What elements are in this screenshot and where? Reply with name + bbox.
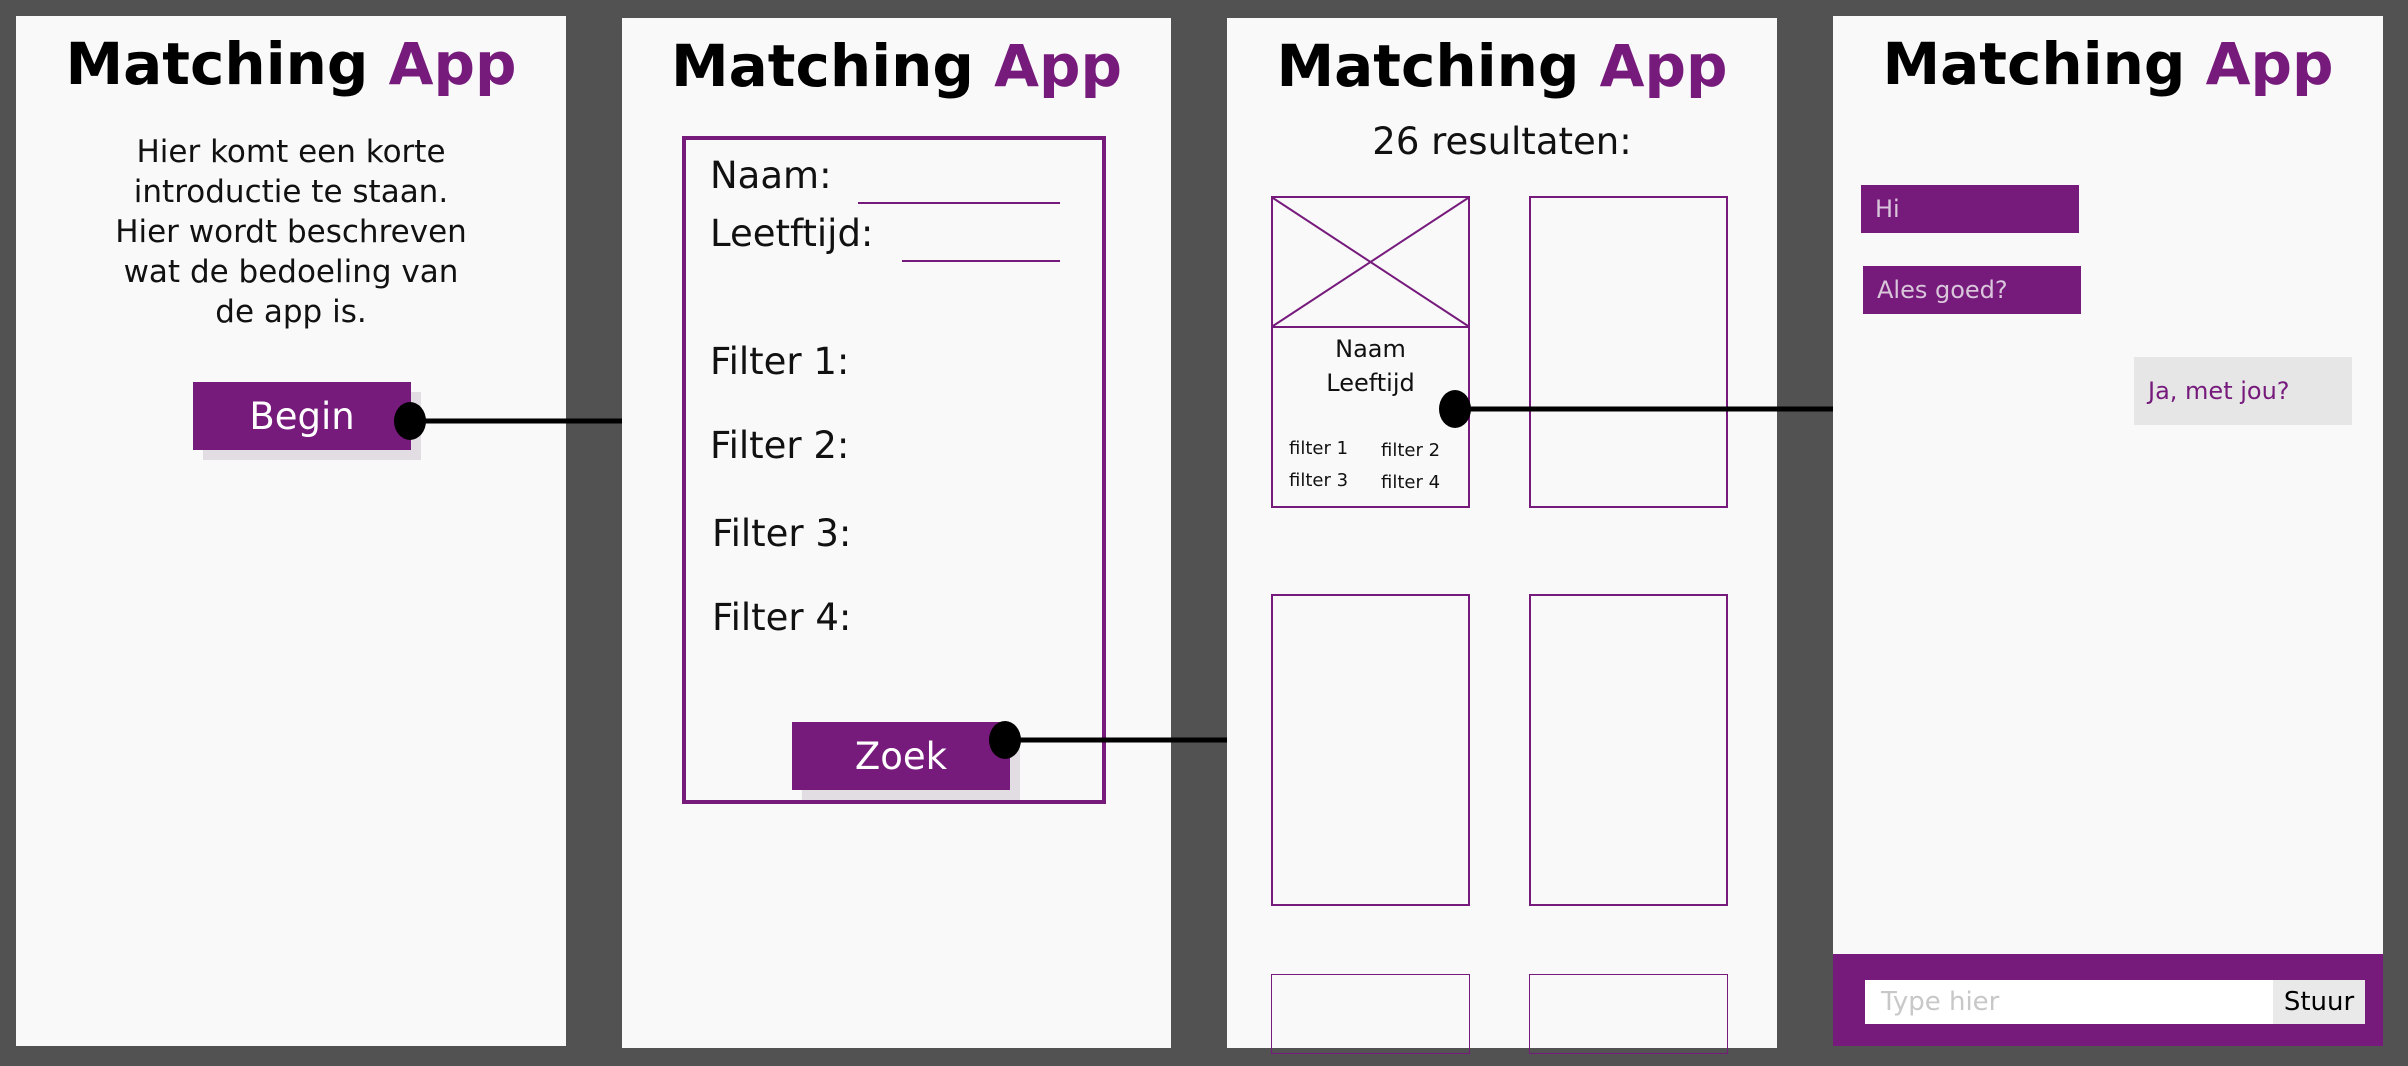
age-label: Leetftijd: xyxy=(710,212,874,255)
app-title-accent: App xyxy=(994,32,1123,100)
app-title-primary: Matching xyxy=(670,32,974,100)
chat-message-sent: Ja, met jou? xyxy=(2134,357,2352,425)
chat-message-received: Ales goed? xyxy=(1863,266,2081,314)
app-title-accent: App xyxy=(2205,30,2334,98)
result-card[interactable] xyxy=(1529,594,1728,906)
filter-label: Filter 3: xyxy=(712,512,852,555)
card-filter: filter 3 xyxy=(1289,470,1349,491)
card-age: Leeftijd xyxy=(1326,369,1415,397)
app-title: Matching App xyxy=(622,32,1171,102)
card-filter: filter 4 xyxy=(1381,472,1441,493)
results-count: 26 resultaten: xyxy=(1372,120,1632,163)
card-filter: filter 2 xyxy=(1381,440,1441,461)
result-card[interactable] xyxy=(1271,974,1470,1054)
chat-message-received: Hi xyxy=(1861,185,2079,233)
card-filter: filter 1 xyxy=(1289,438,1349,459)
app-title-primary: Matching xyxy=(1882,30,2186,98)
photo-placeholder xyxy=(1273,198,1468,328)
app-title-accent: App xyxy=(1599,32,1728,100)
filter-label: Filter 2: xyxy=(710,424,850,467)
intro-line: wat de bedoeling van xyxy=(123,254,459,290)
search-form: Naam: Leetftijd: Filter 1: Filter 2: Fil… xyxy=(682,136,1106,804)
message-input[interactable] xyxy=(1865,980,2273,1024)
name-input-line[interactable] xyxy=(858,202,1060,204)
send-button[interactable]: Stuur xyxy=(2273,980,2365,1024)
intro-text: Hier komt een korte introductie te staan… xyxy=(76,132,506,332)
image-placeholder-icon xyxy=(1273,198,1468,326)
intro-line: Hier wordt beschreven xyxy=(115,214,467,250)
age-input-line[interactable] xyxy=(902,260,1060,262)
filter-label: Filter 1: xyxy=(710,340,850,383)
begin-button-wrap: Begin xyxy=(193,382,421,460)
filter-label: Filter 4: xyxy=(712,596,852,639)
result-card[interactable] xyxy=(1529,974,1728,1054)
search-button[interactable]: Zoek xyxy=(792,722,1010,790)
app-title-primary: Matching xyxy=(1276,32,1580,100)
result-card[interactable]: Naam Leeftijd filter 1 filter 2 filter 3… xyxy=(1271,196,1470,508)
screen-4-chat: Matching App Hi Ales goed? Ja, met jou? … xyxy=(1833,16,2383,1046)
app-title: Matching App xyxy=(16,30,566,100)
app-title: Matching App xyxy=(1833,30,2383,100)
screen-1-intro: Matching App Hier komt een korte introdu… xyxy=(16,16,566,1046)
app-title-primary: Matching xyxy=(65,30,369,98)
app-title: Matching App xyxy=(1227,32,1777,102)
card-info: Naam Leeftijd xyxy=(1273,332,1468,400)
screen-2-search-form: Matching App Naam: Leetftijd: Filter 1: … xyxy=(622,18,1171,1048)
screen-3-results: Matching App 26 resultaten: Naam Leeftij… xyxy=(1227,18,1777,1054)
app-title-accent: App xyxy=(388,30,517,98)
intro-line: introductie te staan. xyxy=(133,174,449,210)
intro-line: de app is. xyxy=(215,294,367,330)
intro-line: Hier komt een korte xyxy=(136,134,446,170)
result-card[interactable] xyxy=(1271,594,1470,906)
card-name: Naam xyxy=(1335,335,1406,363)
begin-button[interactable]: Begin xyxy=(193,382,411,450)
name-label: Naam: xyxy=(710,154,832,197)
result-card[interactable] xyxy=(1529,196,1728,508)
chat-input-bar: Stuur xyxy=(1833,954,2383,1046)
search-button-wrap: Zoek xyxy=(792,722,1020,800)
